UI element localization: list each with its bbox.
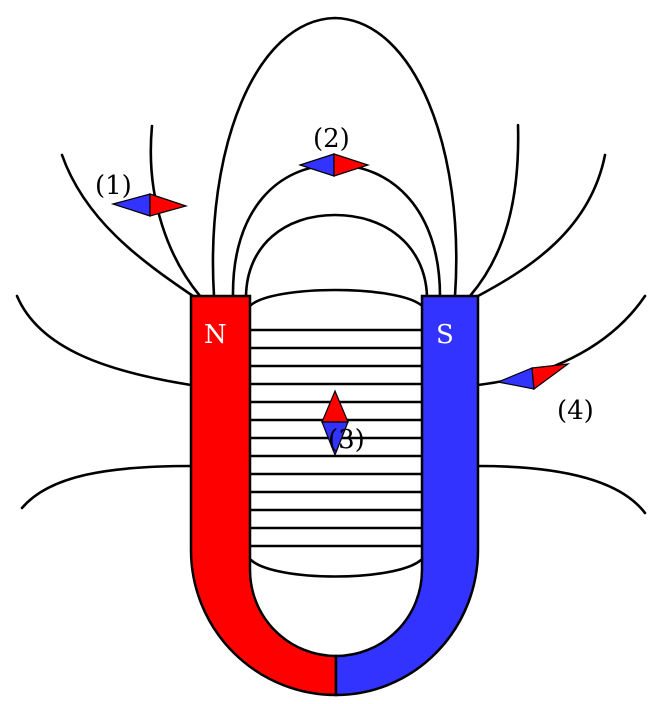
compass-needle-3 [321, 389, 349, 457]
field-line-outer-loop [211, 16, 458, 298]
needle-3-label: (3) [328, 425, 365, 455]
needle-1-label: (1) [95, 171, 132, 201]
compass-needle-1 [110, 193, 189, 217]
field-line-bottom-arc [249, 558, 423, 578]
compass-needle-4 [495, 363, 571, 391]
field-line-left-2 [60, 153, 195, 298]
field-line-left-4 [20, 464, 193, 510]
field-line-loop-inner [244, 213, 429, 298]
outer-field-lines [15, 16, 647, 515]
field-line-right-2 [476, 153, 607, 298]
field-line-top-arc [249, 288, 423, 307]
compass-needle-2 [298, 153, 370, 177]
field-line-right-1 [468, 123, 520, 298]
north-pole-label: N [204, 320, 227, 350]
south-pole-label: S [436, 320, 454, 350]
magnet-north-half [189, 294, 338, 697]
needle-2-label: (2) [313, 124, 350, 154]
field-line-right-3 [476, 294, 647, 387]
magnet-south-half [334, 294, 480, 697]
horseshoe-magnet [189, 294, 480, 697]
field-line-right-4 [476, 464, 647, 515]
field-line-left-3 [15, 294, 193, 387]
field-line-loop-2 [231, 163, 442, 298]
field-line-left-1 [149, 124, 202, 298]
needle-4-label: (4) [557, 396, 594, 426]
